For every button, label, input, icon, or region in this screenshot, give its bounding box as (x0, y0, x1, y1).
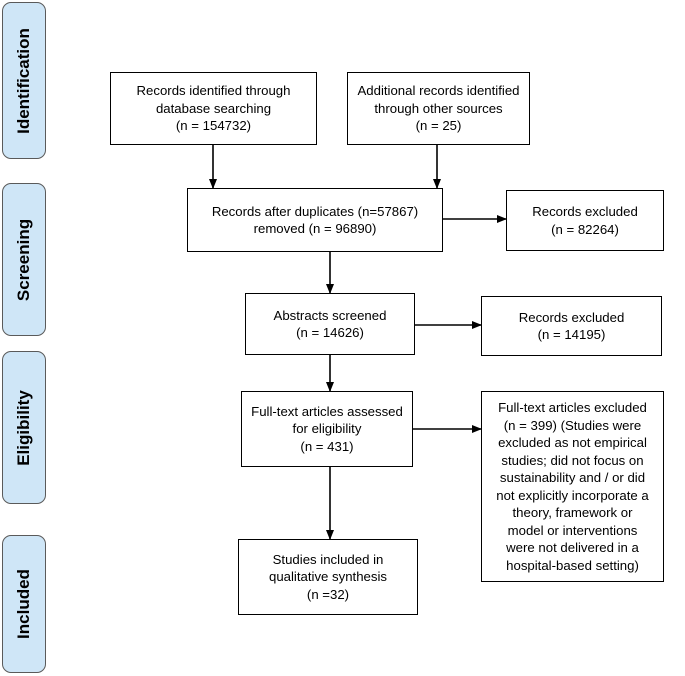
box-abstracts-screened: Abstracts screened (n = 14626) (245, 293, 415, 355)
box-studies-included: Studies included in qualitative synthesi… (238, 539, 418, 615)
box-records-excluded-2: Records excluded (n = 14195) (481, 296, 662, 356)
stage-identification: Identification (2, 2, 46, 159)
box-database-searching: Records identified through database sear… (110, 72, 317, 145)
stage-eligibility: Eligibility (2, 351, 46, 504)
box-fulltext-assessed: Full-text articles assessed for eligibil… (241, 391, 413, 467)
stage-included: Included (2, 535, 46, 673)
box-records-excluded-1: Records excluded (n = 82264) (506, 190, 664, 251)
box-fulltext-excluded: Full-text articles excluded (n = 399) (S… (481, 391, 664, 582)
box-other-sources: Additional records identified through ot… (347, 72, 530, 145)
box-after-duplicates: Records after duplicates (n=57867) remov… (187, 188, 443, 252)
stage-screening: Screening (2, 183, 46, 336)
